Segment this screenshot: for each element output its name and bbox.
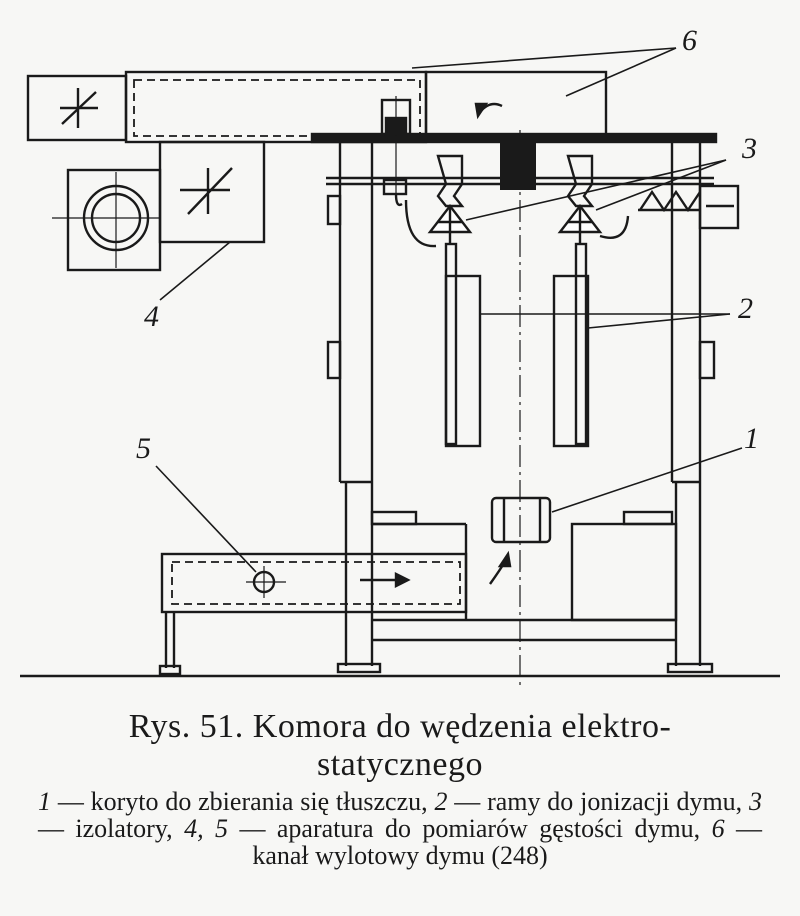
callout-6: 6 <box>682 24 697 57</box>
legend-num-2: 2 <box>434 787 448 816</box>
ionization-frame-left <box>444 274 482 448</box>
caption-legend: 1 — koryto do zbierania się tłuszczu, 2 … <box>30 788 770 869</box>
legend-text-6: — kanał wylotowy dymu (248) <box>252 814 763 870</box>
legend-text-1: — koryto do zbierania się tłuszczu, <box>51 787 435 816</box>
smoking-chamber-diagram: 6 3 2 1 4 5 <box>20 24 780 690</box>
callout-2: 2 <box>738 292 753 325</box>
legend-num-4-5: 4, 5 <box>184 814 229 843</box>
legend-text-4-5: — aparatura do pomiarów gęstości dymu, <box>228 814 712 843</box>
callout-5: 5 <box>136 432 151 465</box>
side-insulator <box>638 184 740 230</box>
outlet-duct <box>124 70 608 144</box>
insulator-left <box>404 154 473 446</box>
caption-title-line1: Rys. 51. Komora do wędzenia elektro- <box>128 708 672 745</box>
ionization-frame-right <box>552 274 590 448</box>
legend-text-3: — izolatory, <box>38 814 185 843</box>
inlet-duct <box>158 552 468 676</box>
legend-num-6: 6 <box>711 814 725 843</box>
grease-trough <box>489 496 552 585</box>
bolt-left <box>380 98 412 207</box>
callout-4: 4 <box>144 300 159 333</box>
chamber-body <box>20 142 780 678</box>
duct-left-box <box>26 74 128 142</box>
legend-num-3: 3 <box>749 787 762 816</box>
insulator-right <box>557 154 630 446</box>
measurement-apparatus-4 <box>52 140 266 272</box>
caption-title-line2: statycznego <box>317 746 483 783</box>
legend-num-1: 1 <box>38 787 51 816</box>
callout-3: 3 <box>741 132 757 165</box>
legend-text-2: — ramy do jonizacji dymu, <box>447 787 749 816</box>
figure-caption: Rys. 51. Komora do wędzenia elektro- sta… <box>30 708 770 869</box>
callout-1: 1 <box>744 422 759 455</box>
